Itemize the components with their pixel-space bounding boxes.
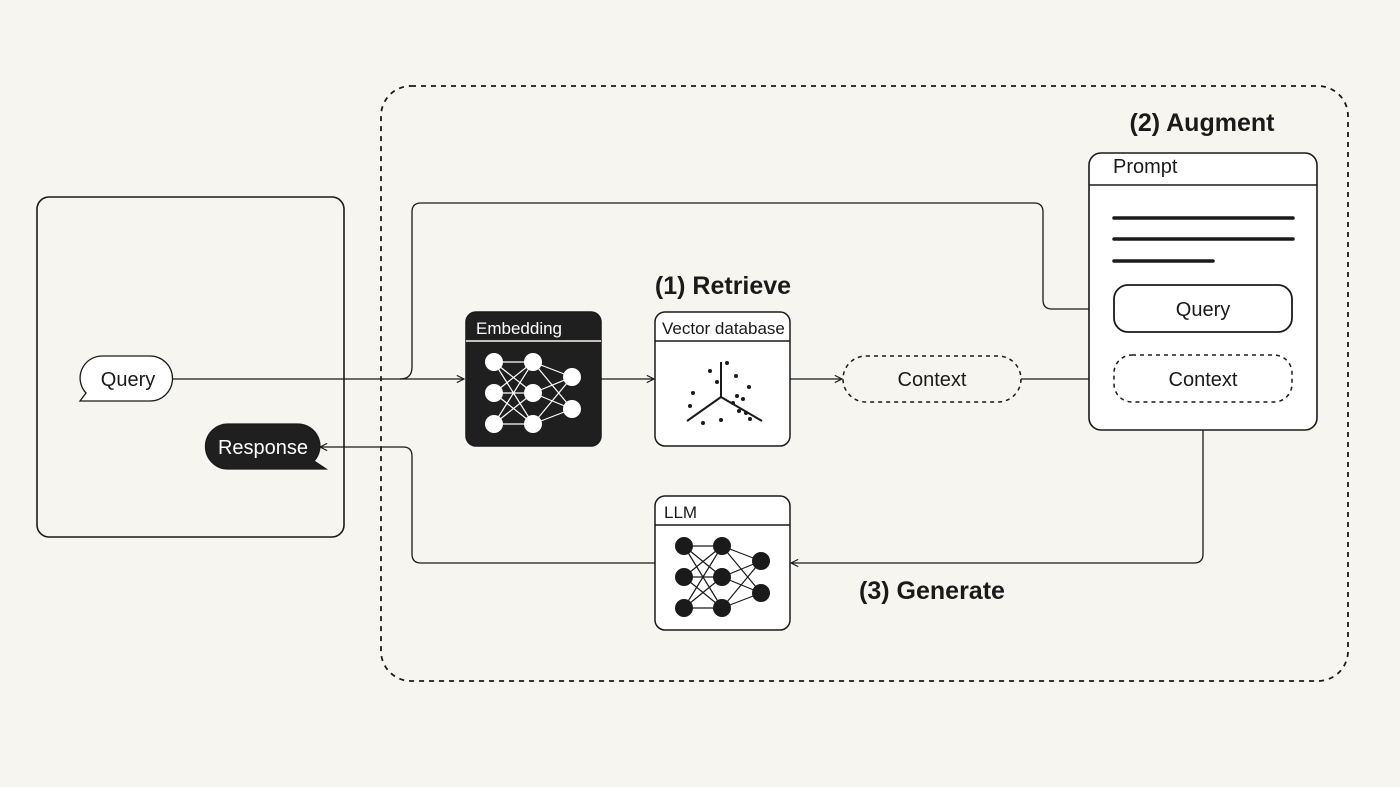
llm-to-response-arrow (320, 447, 655, 564)
rag-pipeline-boundary (380, 85, 1349, 682)
prompt-context-pill: Context (1113, 354, 1293, 403)
client-app-box (36, 196, 345, 538)
prompt-text-lines (1112, 216, 1295, 263)
prompt-title: Prompt (1113, 156, 1178, 178)
prompt-query-label: Query (1176, 299, 1230, 321)
prompt-box: Prompt Query Context (1088, 152, 1318, 431)
query-bubble-label: Query (101, 369, 155, 391)
prompt-context-label: Context (1169, 369, 1238, 391)
step-generate-label: (3) Generate (859, 577, 1005, 605)
vector-space-icon (686, 361, 763, 425)
embedding-box: Embedding (465, 311, 602, 447)
llm-title: LLM (664, 503, 697, 522)
retrieved-context-pill: Context (842, 355, 1022, 403)
query-to-prompt-arrow (399, 202, 1113, 380)
vector-database-title: Vector database (662, 319, 785, 338)
response-bubble: Response (204, 423, 329, 470)
step-retrieve-label: (1) Retrieve (655, 272, 791, 300)
embedding-title: Embedding (476, 319, 562, 338)
prompt-query-pill: Query (1113, 284, 1293, 333)
prompt-to-llm-arrow (791, 430, 1204, 563)
response-bubble-label: Response (218, 437, 308, 459)
llm-box: LLM (654, 495, 791, 631)
vector-database-box: Vector database (654, 311, 791, 447)
step-augment-label: (2) Augment (1130, 109, 1276, 137)
retrieved-context-label: Context (898, 369, 967, 391)
query-bubble: Query (78, 355, 174, 402)
